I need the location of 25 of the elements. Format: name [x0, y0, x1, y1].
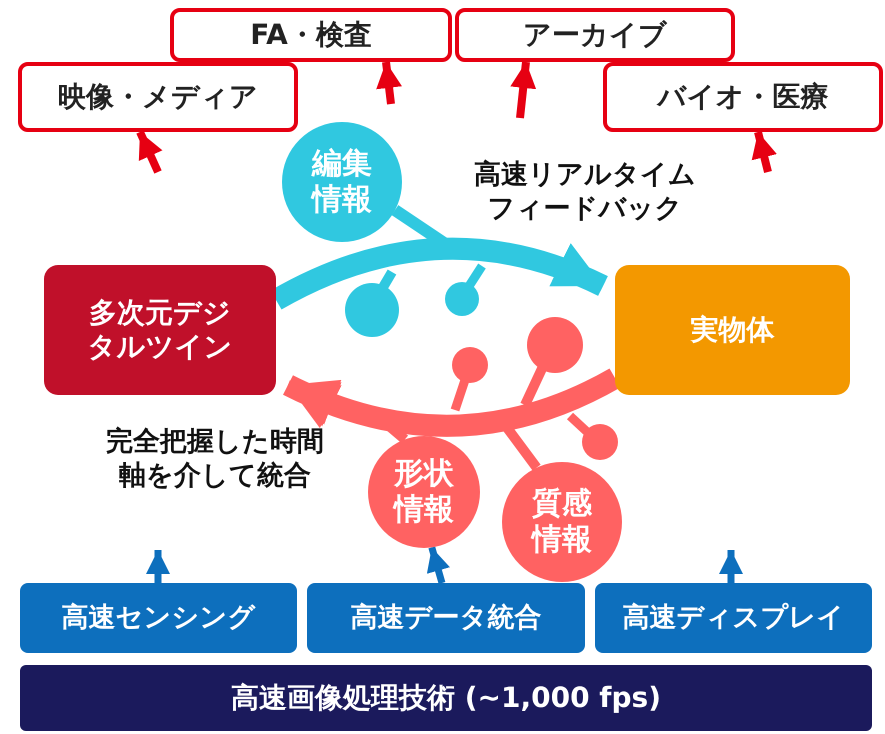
arrow [719, 550, 743, 583]
caption-text: 高速リアルタイムフィードバック [473, 158, 697, 226]
technology-box: 高速ディスプレイ [595, 583, 872, 653]
category-box: 映像・メディア [18, 62, 298, 132]
technology-box: 高速センシング [20, 583, 297, 653]
caption-text: 完全把握した時間軸を介して統合 [105, 425, 325, 492]
category-box: アーカイブ [455, 8, 735, 62]
info-circle: 編集情報 [282, 122, 402, 242]
info-circle: 質感情報 [502, 462, 622, 582]
arrow [286, 380, 408, 444]
category-box: バイオ・医療 [603, 62, 883, 132]
technology-box: 高速データ統合 [307, 583, 585, 653]
arrow [286, 380, 541, 471]
process-box: 多次元デジタルツイン [44, 265, 276, 395]
process-box: 実物体 [615, 265, 850, 395]
arrow [146, 550, 170, 583]
arrow [136, 130, 163, 174]
arrow [392, 205, 606, 292]
arrow [510, 62, 536, 118]
foundation-bar: 高速画像処理技術 (~1,000 fps) [20, 665, 872, 731]
arrow [426, 546, 450, 584]
info-circle: 形状情報 [368, 436, 480, 548]
arrow [376, 62, 402, 104]
arrow [752, 131, 777, 173]
category-box: FA・検査 [170, 8, 452, 62]
